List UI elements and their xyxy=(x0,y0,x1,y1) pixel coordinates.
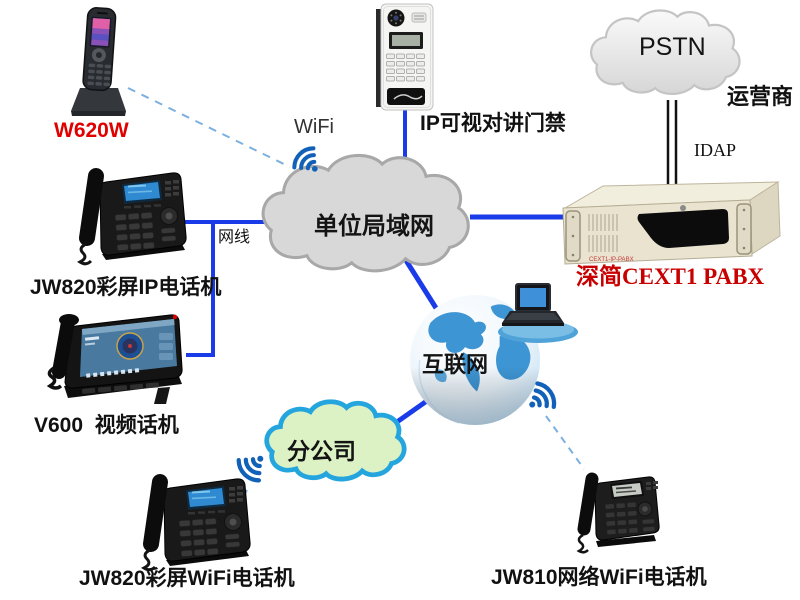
w620w-label: W620W xyxy=(54,119,129,142)
w620w-phone-image xyxy=(71,7,126,116)
wifi-icon-branch xyxy=(236,455,264,483)
branch-cloud-shape xyxy=(264,399,407,482)
door-intercom-image xyxy=(376,3,434,111)
internet-globe xyxy=(409,294,541,426)
pabx-label: 深简CEXT1 PABX xyxy=(576,264,765,289)
jw820-wifi-phone-image xyxy=(141,474,251,572)
card-reader xyxy=(387,88,425,105)
jw810-label: JW810网络WiFi电话机 xyxy=(491,566,707,589)
wifi-icon-globe xyxy=(529,381,557,409)
jw810-phone-image xyxy=(576,472,660,554)
pabx-server-image: CEXT1-IP-PABX xyxy=(562,181,781,265)
branch-cloud-label: 分公司 xyxy=(287,438,356,464)
wifi-icon-lan xyxy=(292,146,318,172)
link-w620w-wifi xyxy=(127,87,291,168)
pstn-cloud-shape xyxy=(590,9,741,95)
speaker-grille xyxy=(411,12,427,23)
carrier-annotation: 运营商 xyxy=(727,84,794,109)
lan-cloud-label: 单位局域网 xyxy=(314,213,434,240)
idap-annotation: IDAP xyxy=(694,140,737,160)
v600-phone-image xyxy=(46,314,183,404)
jw820-ip-label: JW820彩屏IP电话机 xyxy=(30,276,222,299)
network-cable-annotation: 网线 xyxy=(218,229,251,246)
internet-globe-label: 互联网 xyxy=(422,352,489,377)
jw820-ip-phone-image xyxy=(77,168,187,266)
jw820-wifi-label: JW820彩屏WiFi电话机 xyxy=(79,567,295,590)
laptop-icon xyxy=(498,283,578,343)
pstn-cloud-label: PSTN xyxy=(639,33,706,61)
link-lan-internet xyxy=(404,259,439,311)
keypad xyxy=(386,53,425,82)
door-intercom-label: IP可视对讲门禁 xyxy=(420,112,566,135)
v600-label: V600 视频话机 xyxy=(34,414,179,437)
link-globe-wifi-jw810 xyxy=(545,415,585,470)
lan-cloud-shape xyxy=(261,153,470,273)
pabx-device-text: CEXT1-IP-PABX xyxy=(589,257,634,263)
wifi-annotation: WiFi xyxy=(294,116,334,138)
